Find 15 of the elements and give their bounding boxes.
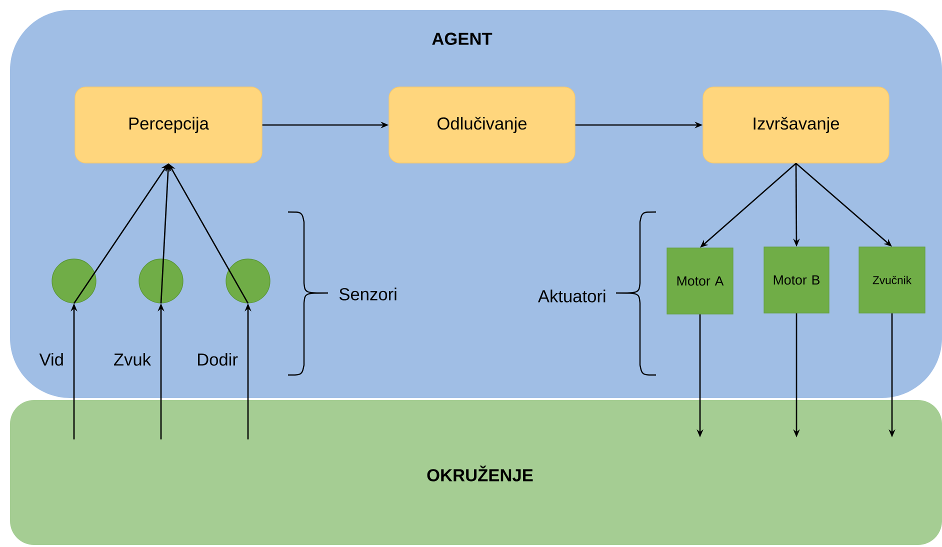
group-label: Aktuatori bbox=[538, 290, 606, 302]
actuator-box: Motor A bbox=[666, 248, 734, 314]
actuator-box: Zvučnik bbox=[858, 246, 926, 314]
sensor-circle bbox=[52, 258, 96, 304]
actuator-box: Motor B bbox=[764, 246, 830, 314]
environment-panel: OKRUŽENJE bbox=[10, 400, 942, 545]
process-box: Izvršavanje bbox=[702, 86, 890, 164]
sensor-circle bbox=[138, 258, 184, 304]
edge-label: Vid bbox=[39, 352, 63, 366]
edge-label: Dodir bbox=[198, 352, 238, 366]
process-box: Odlučivanje bbox=[388, 86, 576, 164]
process-box: Percepcija bbox=[74, 86, 262, 164]
edge-label: Zvuk bbox=[114, 352, 152, 366]
group-label: Senzori bbox=[339, 288, 396, 300]
sensor-circle bbox=[226, 258, 270, 304]
